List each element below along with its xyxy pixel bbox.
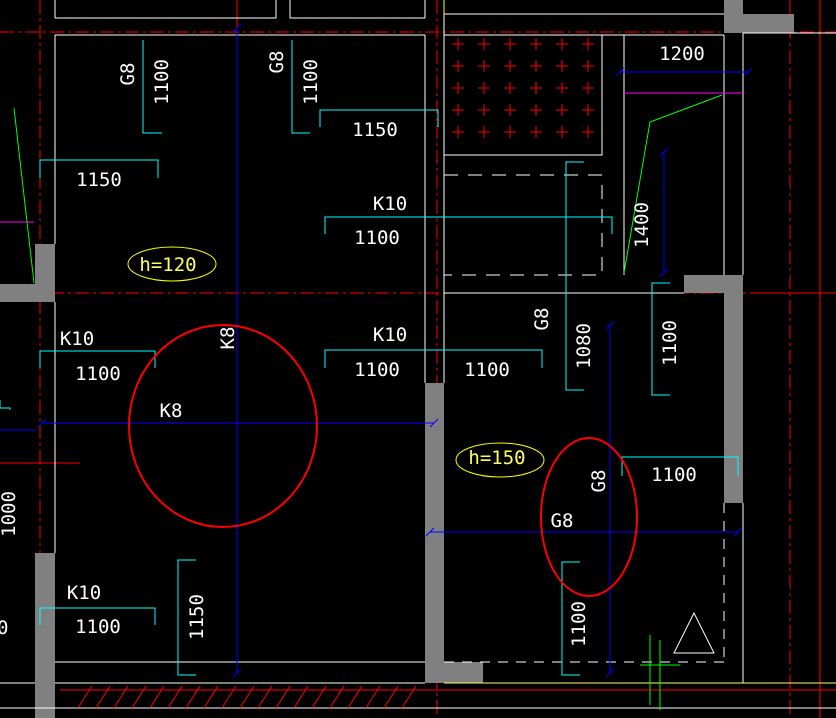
label-k10-left-mid: K10 bbox=[60, 328, 94, 350]
wall-right bbox=[724, 275, 743, 503]
label-1080: 1080 bbox=[573, 323, 595, 369]
label-k10-center-top: K10 bbox=[373, 193, 407, 215]
highlight-circle-right bbox=[540, 437, 638, 597]
wall-left-stub bbox=[0, 284, 38, 302]
label-1200: 1200 bbox=[659, 43, 705, 65]
label-1100-center-mid-right: 1100 bbox=[464, 359, 510, 381]
label-1100-left-mid: 1100 bbox=[75, 363, 121, 385]
label-1150-vertical: 1150 bbox=[186, 594, 208, 640]
blue-lines bbox=[0, 23, 753, 678]
label-1400: 1400 bbox=[631, 202, 653, 248]
label-1100-center-top: 1100 bbox=[354, 227, 400, 249]
label-1100-right-lower: 1100 bbox=[651, 464, 697, 486]
wall-center-foot bbox=[425, 662, 483, 683]
label-1100-right-vertical: 1100 bbox=[659, 320, 681, 366]
label-slab-h150: h=150 bbox=[468, 447, 525, 469]
wall-top-right-stub bbox=[742, 14, 794, 33]
label-k10-left-bottom: K10 bbox=[67, 582, 101, 604]
label-1000: 1000 bbox=[0, 491, 20, 537]
wall-left-lower bbox=[35, 553, 55, 718]
wall-top-right bbox=[724, 0, 743, 33]
label-slab-h120: h=120 bbox=[139, 254, 196, 276]
label-g8-right-mid: G8 bbox=[531, 308, 553, 331]
label-g8-top-mid: G8 bbox=[266, 51, 288, 74]
label-1150-top: 1150 bbox=[352, 119, 398, 141]
label-1100-top-mid: 1100 bbox=[300, 59, 322, 105]
label-1100-right-bottom-vertical: 1100 bbox=[568, 601, 590, 647]
hatch-grid bbox=[443, 34, 603, 156]
labels: G8 1100 G8 1100 1150 1150 K10 1100 h=120… bbox=[0, 43, 705, 647]
wall-right-top bbox=[684, 275, 742, 293]
label-1100-left-bottom: 1100 bbox=[75, 616, 121, 638]
label-g8-top-left: G8 bbox=[117, 63, 139, 86]
label-1100-center-mid-left: 1100 bbox=[354, 359, 400, 381]
walls bbox=[0, 0, 794, 718]
label-k8-vertical: K8 bbox=[217, 327, 239, 350]
wall-center bbox=[425, 383, 444, 683]
slab-ellipses bbox=[127, 246, 545, 478]
triangle-symbol-icon bbox=[673, 611, 715, 654]
label-g8-circle-vertical: G8 bbox=[588, 470, 610, 493]
label-left-edge-0: 0 bbox=[0, 617, 8, 639]
label-k8-horizontal: K8 bbox=[160, 400, 183, 422]
bottom-hatch bbox=[77, 685, 417, 709]
highlight-circle-left bbox=[128, 324, 318, 528]
label-k10-center-mid: K10 bbox=[373, 324, 407, 346]
rebar-brackets bbox=[0, 40, 739, 676]
label-g8-circle-horizontal: G8 bbox=[551, 510, 574, 532]
wall-left-upper bbox=[35, 244, 55, 302]
highlight-circles bbox=[128, 324, 638, 597]
label-1100-top-left: 1100 bbox=[151, 59, 173, 105]
label-1150-left: 1150 bbox=[76, 169, 122, 191]
